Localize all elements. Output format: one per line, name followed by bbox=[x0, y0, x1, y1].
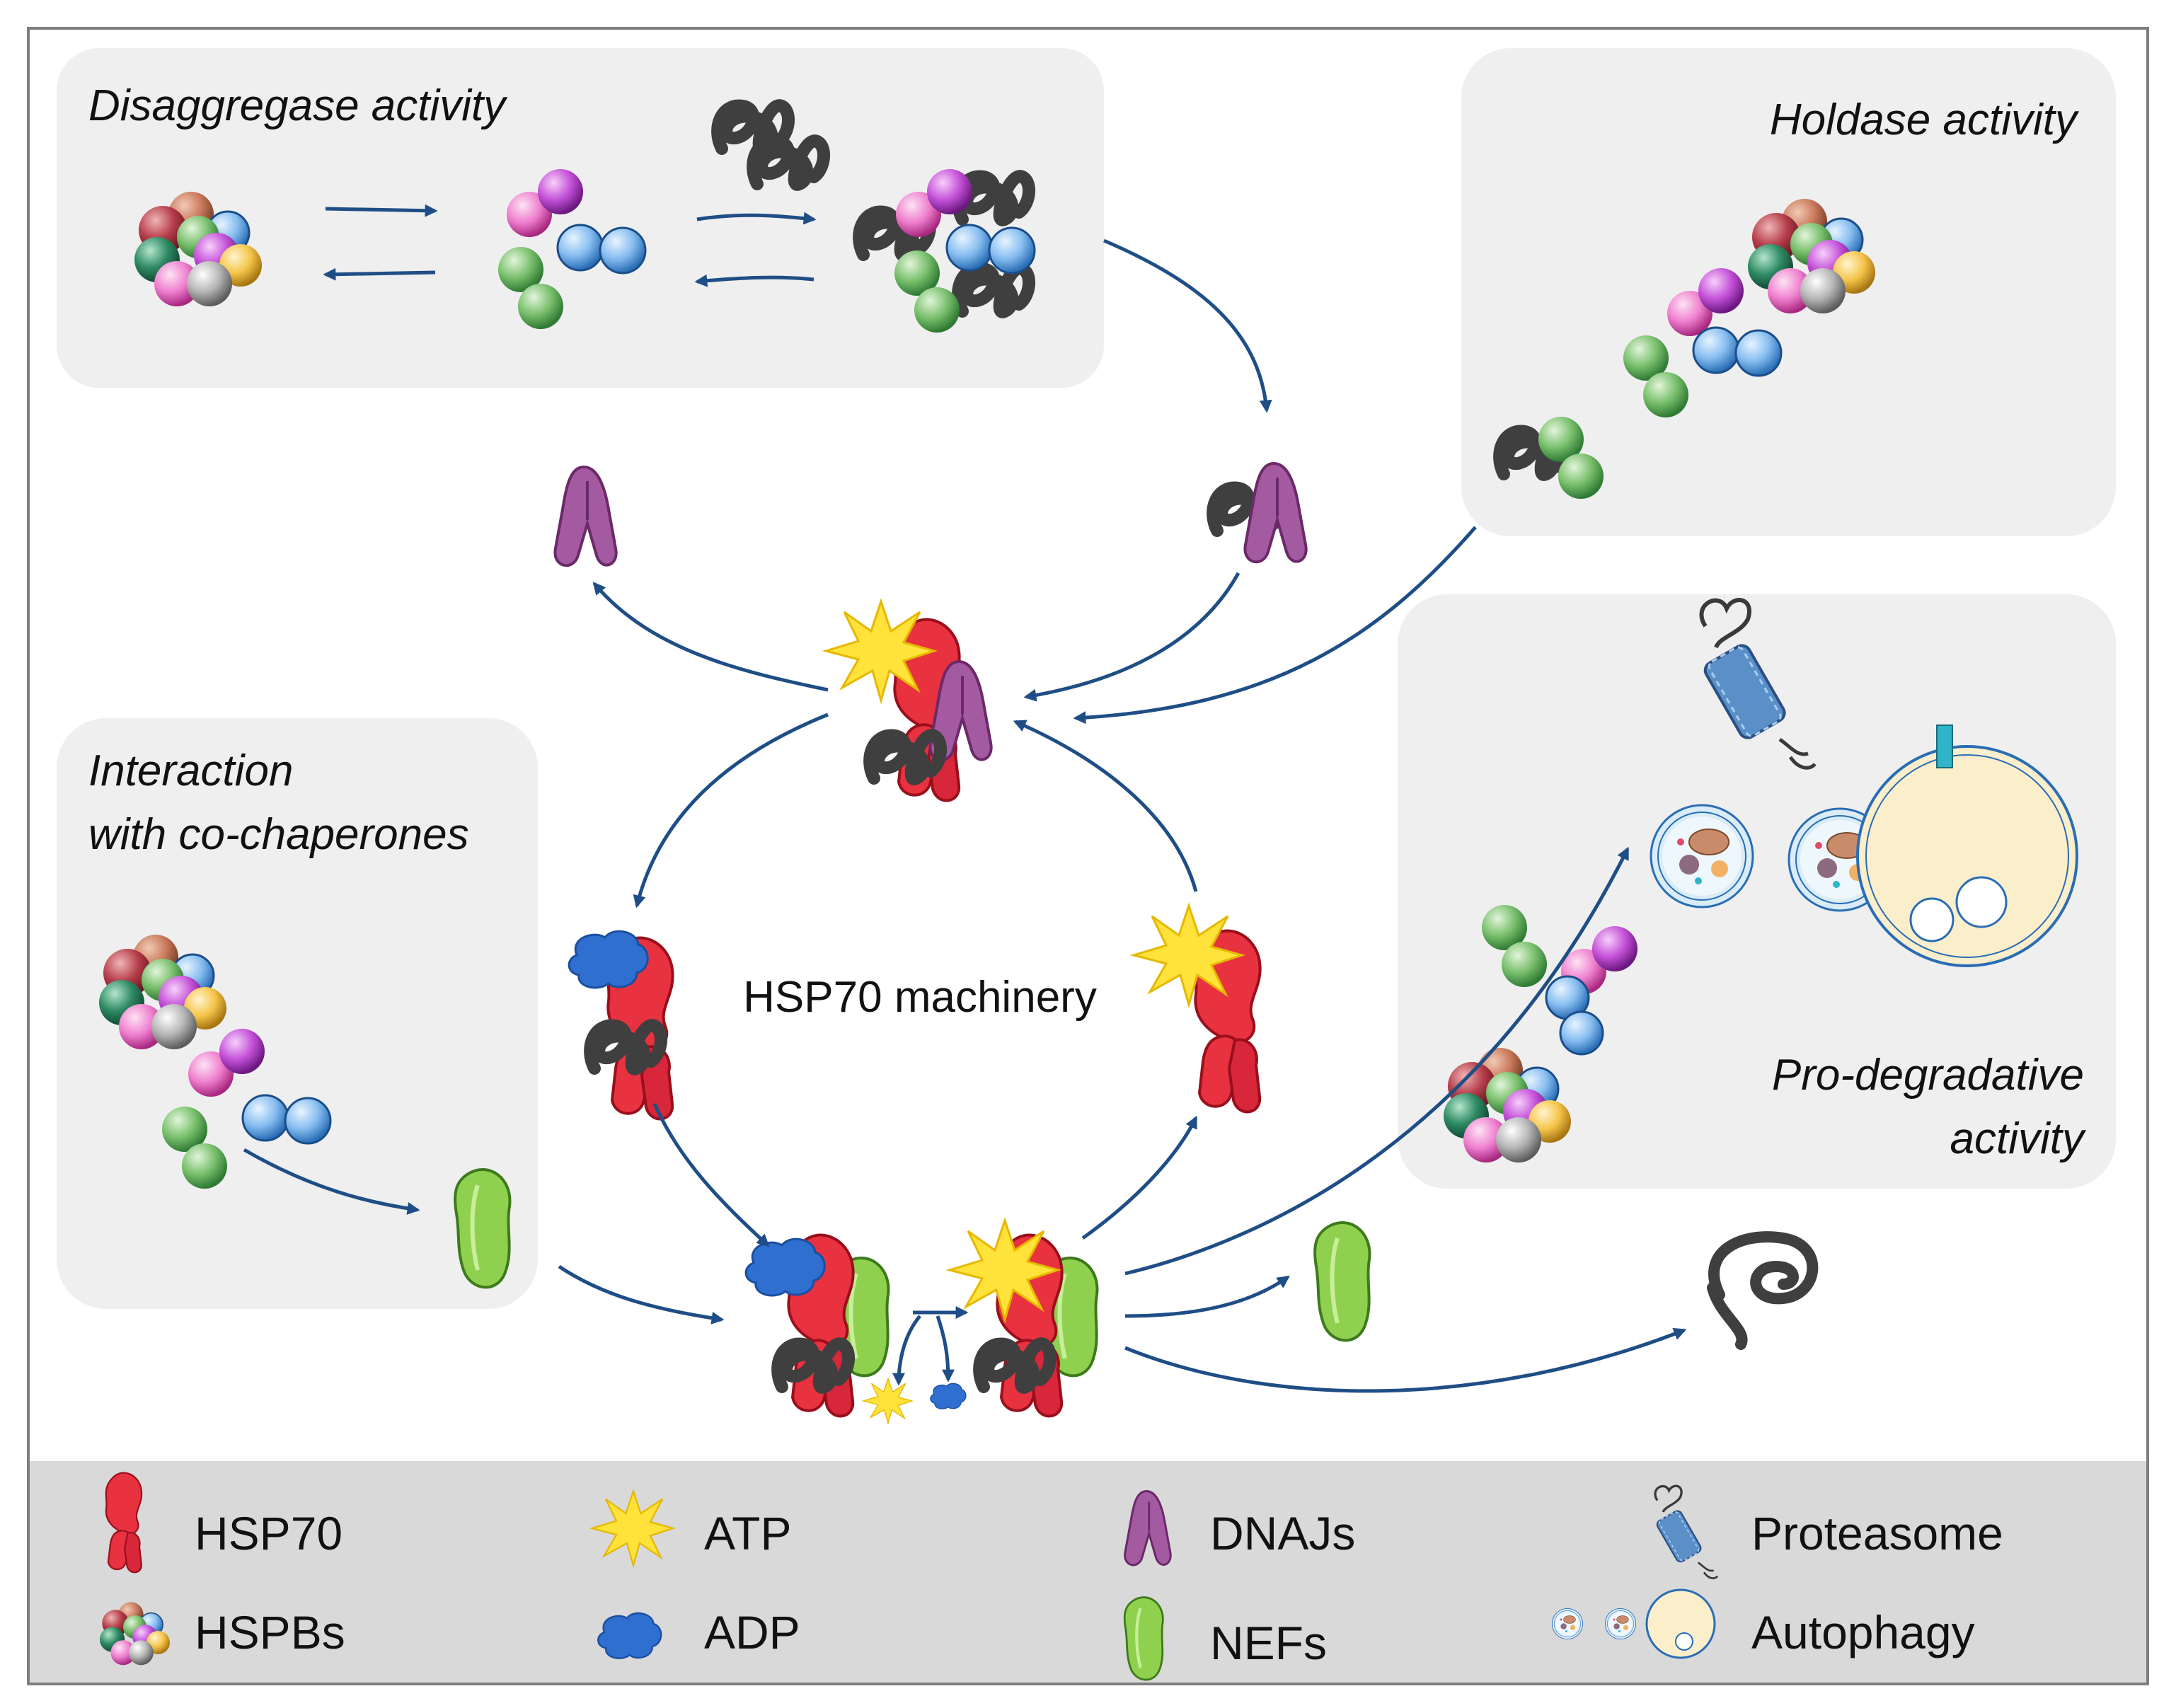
panel-disaggregase bbox=[57, 48, 1104, 388]
adp-small bbox=[930, 1383, 967, 1409]
title-holdase: Holdase activity bbox=[1770, 96, 2080, 144]
legend-atp-label: ATP bbox=[704, 1507, 791, 1559]
legend-autophagy-icon bbox=[1551, 1588, 1716, 1659]
equilibrium-arrows-1 bbox=[323, 204, 438, 281]
legend-bar bbox=[30, 1461, 2146, 1683]
prodeg-dimer-blue bbox=[1545, 975, 1604, 1056]
title-disaggregase: Disaggregase activity bbox=[88, 81, 508, 130]
legend-dnajs-label: DNAJs bbox=[1210, 1507, 1355, 1559]
legend-nefs-label: NEFs bbox=[1210, 1617, 1327, 1669]
legend-proteasome-label: Proteasome bbox=[1751, 1507, 2003, 1559]
cycle-arrows bbox=[558, 238, 1687, 1393]
legend-adp-label: ADP bbox=[704, 1606, 800, 1658]
center-label: HSP70 machinery bbox=[743, 973, 1097, 1022]
refolded-protein bbox=[1707, 1231, 1819, 1350]
legend-hsp70-label: HSP70 bbox=[195, 1507, 342, 1559]
equilibrium-arrows-2 bbox=[694, 212, 817, 287]
title-cochaperones-line1: Interaction bbox=[88, 746, 294, 795]
legend-adp-icon bbox=[597, 1612, 662, 1660]
title-prodegradative-line1: Pro-degradative bbox=[1772, 1051, 2084, 1100]
legend-hsp70-icon bbox=[105, 1472, 143, 1574]
arrow-hspb-to-nef bbox=[243, 1148, 420, 1215]
panel-cochaperones bbox=[57, 718, 538, 1309]
nef-cochaperone bbox=[455, 1170, 510, 1287]
title-prodegradative-line2: activity bbox=[1950, 1114, 2087, 1163]
autophagy-system bbox=[1650, 725, 2078, 967]
nef-released bbox=[1315, 1223, 1369, 1340]
legend-hspbs-label: HSPBs bbox=[195, 1606, 345, 1658]
nucleotide-exchange-arrows bbox=[892, 1306, 969, 1386]
title-cochaperones-line2: with co-chaperones bbox=[88, 810, 469, 859]
legend-nef-icon bbox=[1124, 1598, 1163, 1680]
legend-autophagy-label: Autophagy bbox=[1751, 1606, 1975, 1658]
